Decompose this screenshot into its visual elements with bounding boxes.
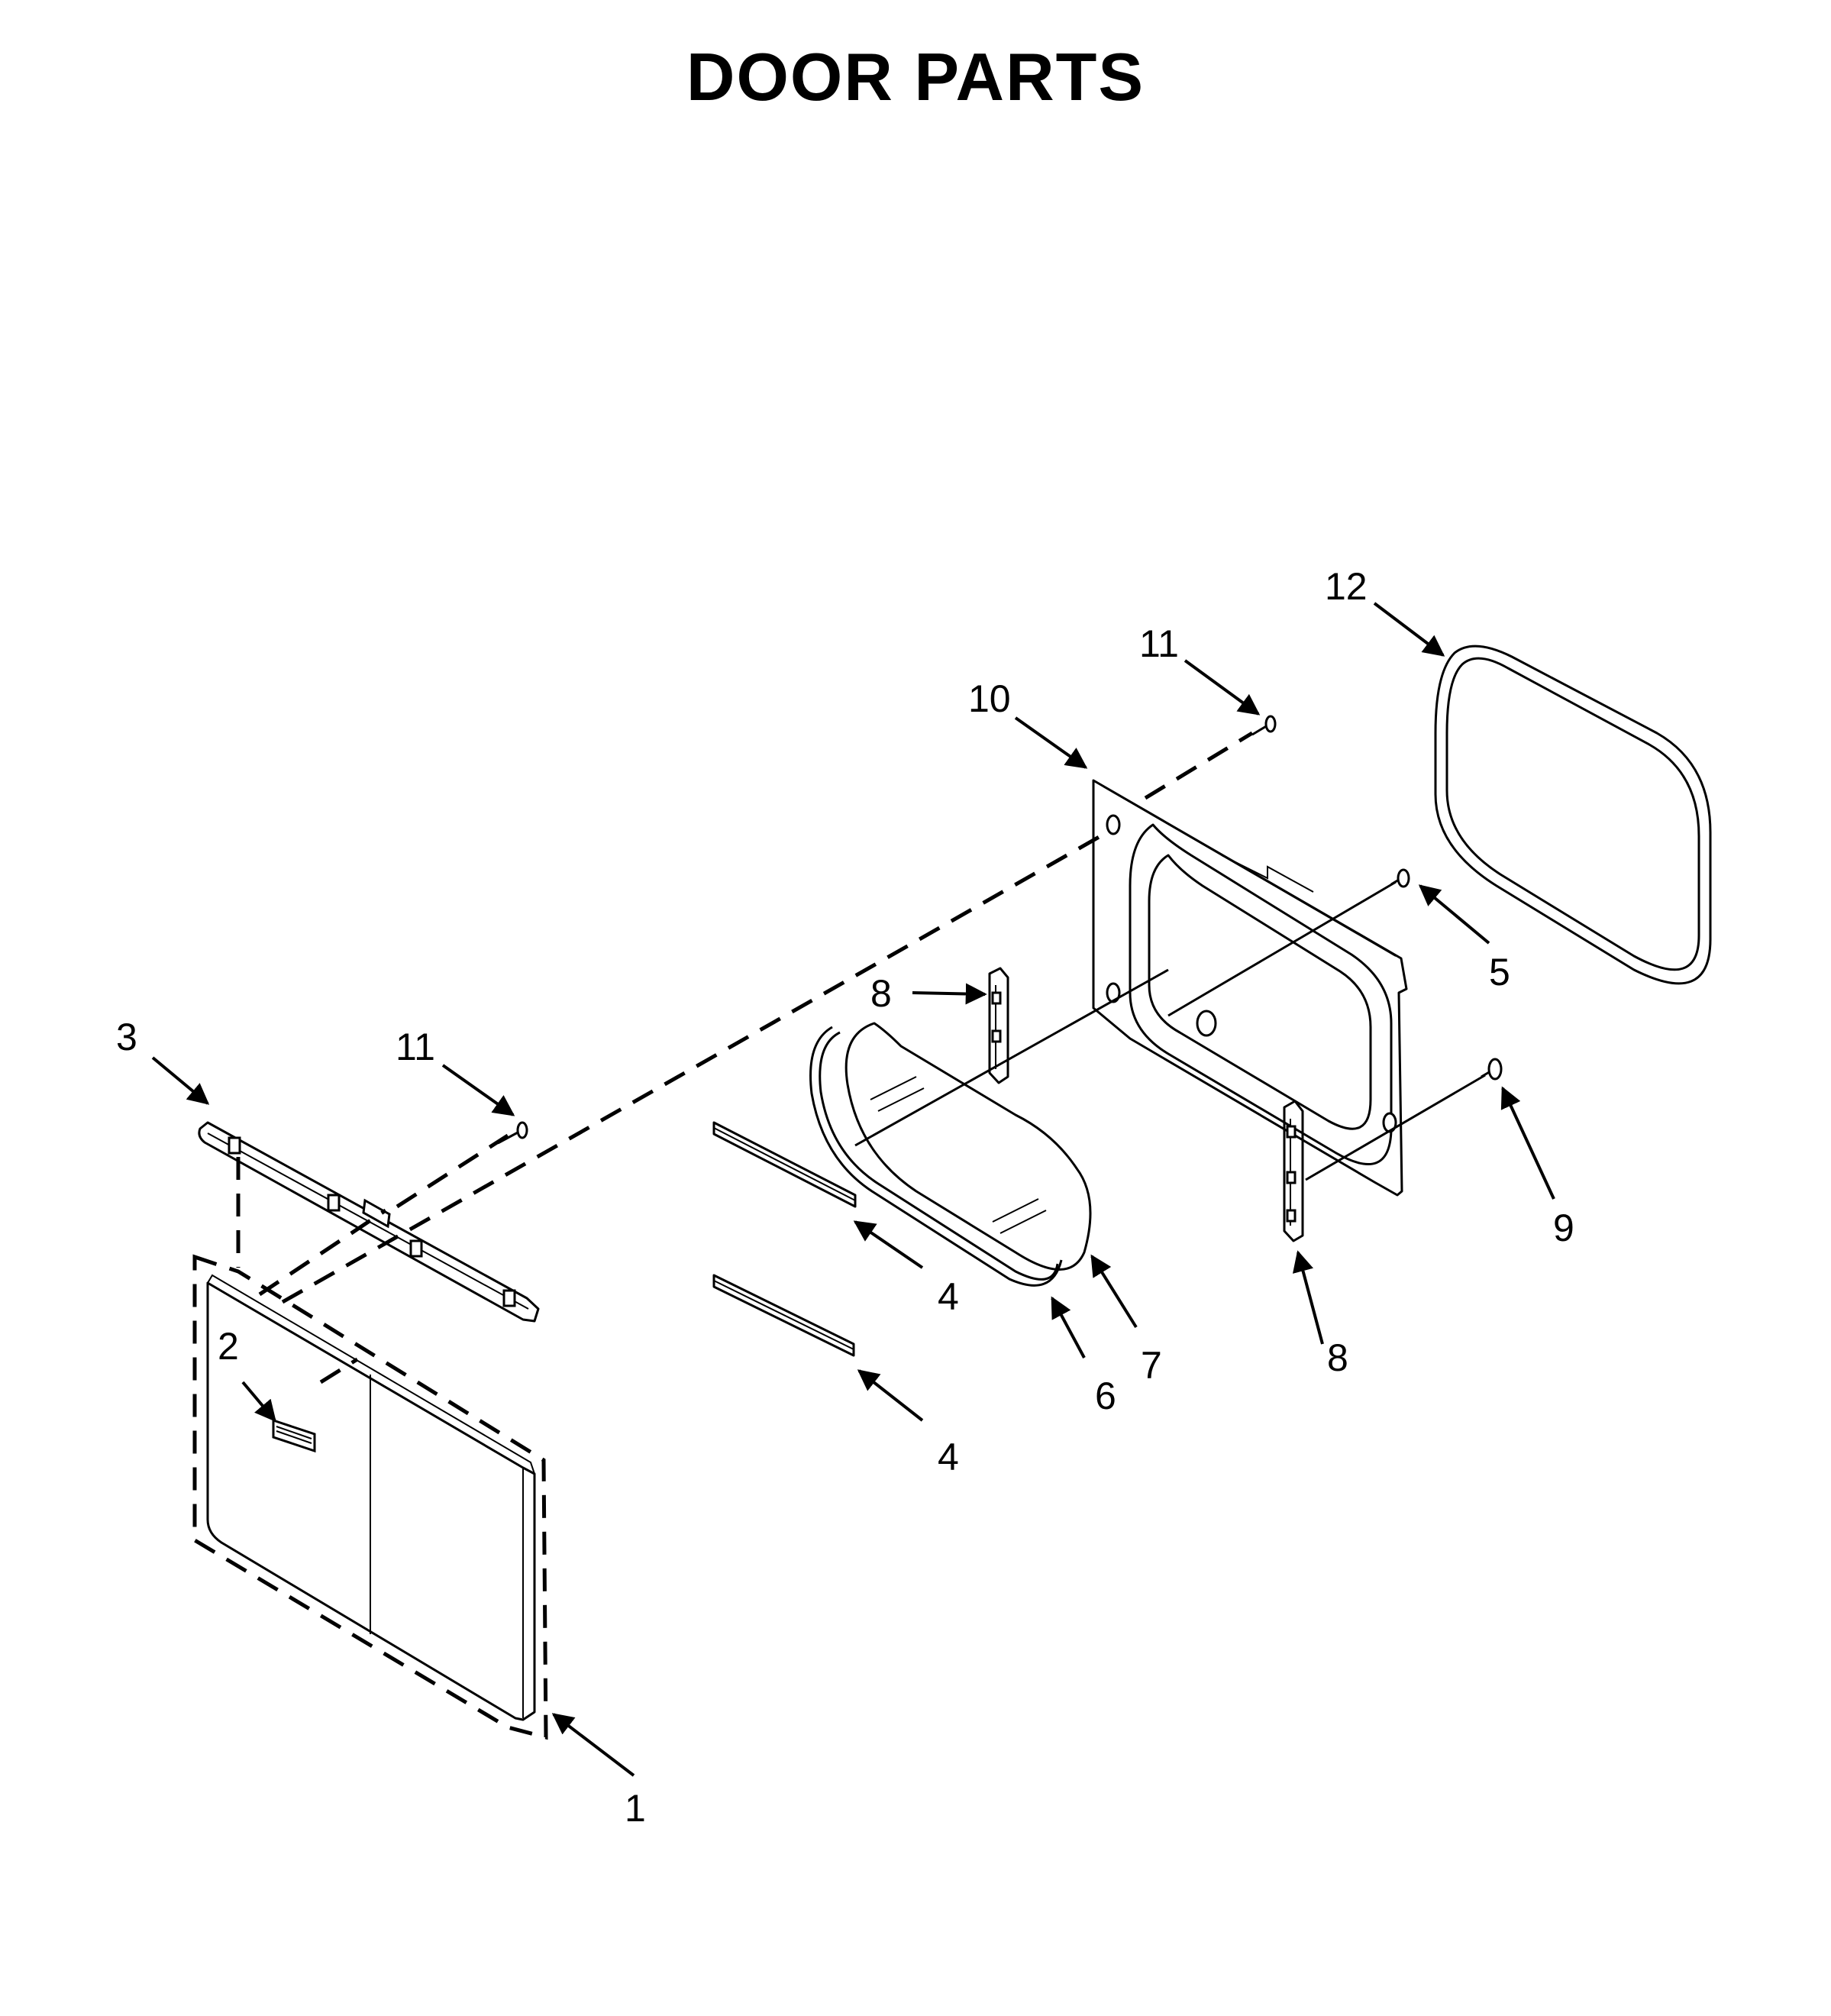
callout-5: 5 xyxy=(1489,951,1510,993)
callout-11-left: 11 xyxy=(396,1026,435,1068)
outer-door-panel xyxy=(192,1254,548,1740)
page-title: DOOR PARTS xyxy=(686,39,1145,115)
callout-1: 1 xyxy=(625,1787,646,1830)
door-gasket xyxy=(1434,645,1712,985)
screw-right-top xyxy=(1390,868,1410,888)
callout-2: 2 xyxy=(218,1325,239,1368)
callout-11-top: 11 xyxy=(1139,622,1179,665)
callout-labels: 1 2 3 4 4 5 6 7 8 8 9 10 11 11 12 xyxy=(116,565,1574,1830)
assembly-lines-right xyxy=(854,880,1486,1181)
screw-left xyxy=(497,1121,528,1145)
inner-door-frame xyxy=(1092,779,1408,1197)
screw-right-bottom xyxy=(1481,1058,1503,1081)
callout-10: 10 xyxy=(968,677,1011,720)
glass-seal xyxy=(809,1026,1063,1287)
callout-8-upper: 8 xyxy=(870,972,892,1015)
callout-3: 3 xyxy=(116,1016,137,1058)
callout-4-upper: 4 xyxy=(938,1275,959,1318)
screw-top xyxy=(1251,715,1277,736)
assembly-lines xyxy=(236,731,1254,1384)
callout-6: 6 xyxy=(1095,1375,1116,1417)
door-handle xyxy=(198,1121,540,1323)
leader-arrows xyxy=(151,602,1555,1777)
callout-7: 7 xyxy=(1141,1344,1162,1387)
door-window-glass xyxy=(844,1022,1092,1271)
callout-12: 12 xyxy=(1325,565,1368,608)
hinge-lower xyxy=(1283,1100,1304,1242)
glass-retainer-lower xyxy=(712,1274,855,1357)
callout-4-lower: 4 xyxy=(938,1436,959,1478)
callout-8-lower: 8 xyxy=(1327,1336,1348,1379)
glass-retainer-upper xyxy=(712,1121,857,1208)
brand-badge xyxy=(272,1418,316,1453)
hinge-upper xyxy=(988,967,1009,1084)
callout-9: 9 xyxy=(1553,1207,1574,1249)
